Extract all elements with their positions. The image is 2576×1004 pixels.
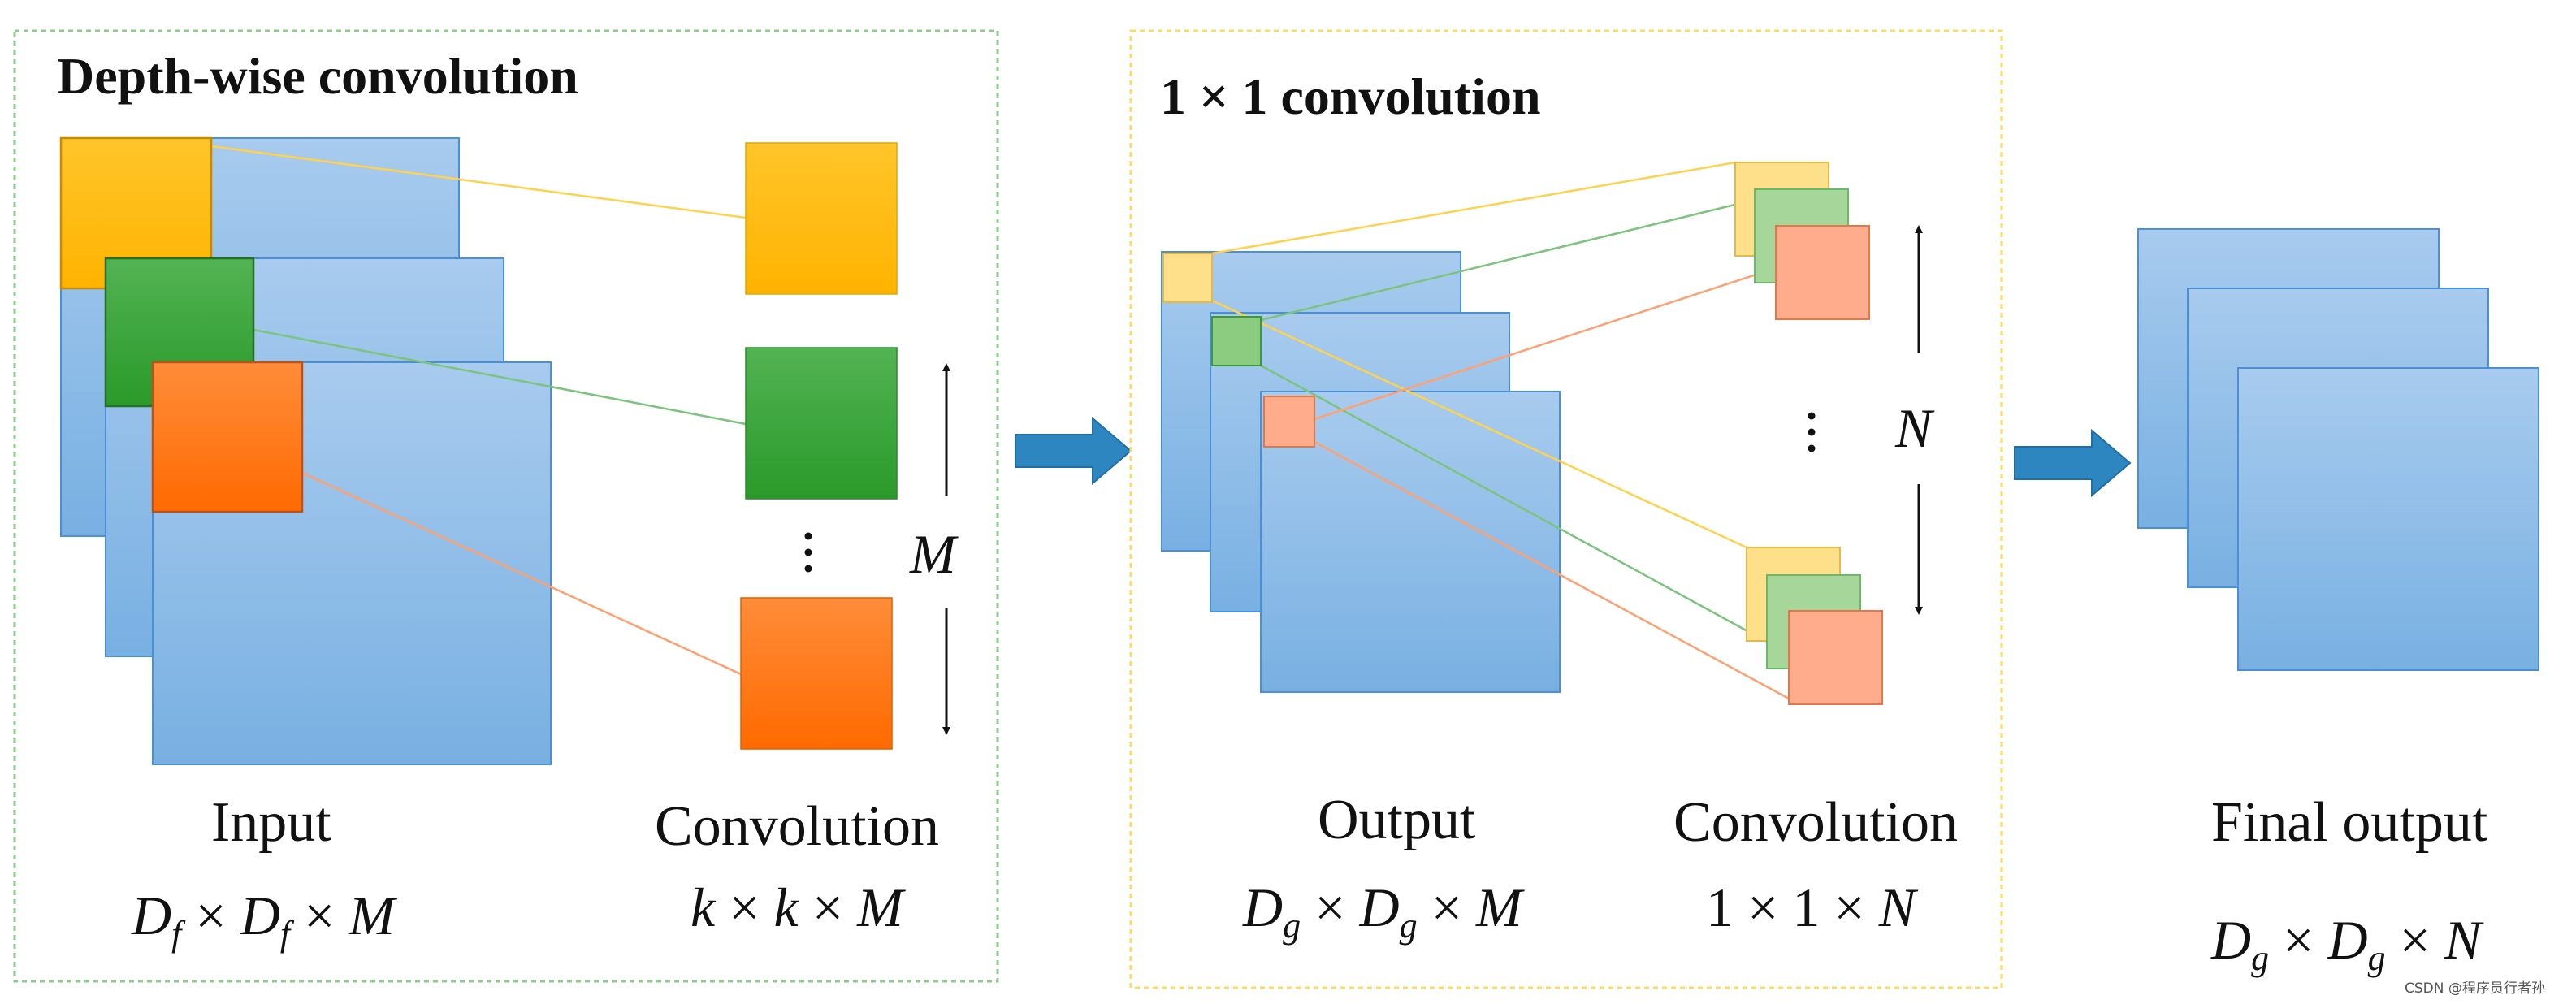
kernel-stack-bottom [1746,547,1883,705]
filter-count-n: N [1894,397,1935,459]
output-dims: Dg × Dg × M [1242,876,1525,946]
depthwise-conv-dims: k × k × M [691,876,906,938]
final-output-caption: Final output [2211,791,2488,854]
depthwise-title: Depth-wise convolution [57,47,578,105]
green-1x1-patch [1211,316,1262,366]
final-output-panel: Final output Dg × Dg × N [2137,228,2539,978]
vertical-ellipsis-icon [804,532,812,573]
orange-kernel [740,597,893,750]
yellow-1x1-patch [1162,253,1213,303]
orange-connector-line [301,471,742,676]
depthwise-panel-border [13,29,999,983]
pointwise-title: 1 × 1 convolution [1160,67,1541,125]
pointwise-panel-border [1129,29,2003,989]
arrow-right-icon [2014,428,2132,498]
depthwise-panel: Depth-wise convolution M Input Df × [13,29,999,983]
arrow-right-icon [1015,416,1132,486]
yellow-connector-line [210,145,747,219]
orange-connector-bottom [1314,440,1790,700]
input-dims: Df × Df × M [131,885,397,954]
kernel-stack-top [1734,162,1870,320]
final-feature-maps [2137,228,2539,671]
final-output-dims: Dg × Dg × N [2210,909,2484,978]
input-caption: Input [211,791,331,854]
orange-1x1-patch [1263,396,1315,448]
orange-connector-top [1314,266,1777,421]
orange-patch [151,361,304,513]
pointwise-conv-dims: 1 × 1 × N [1706,876,1919,938]
green-connector-top [1260,198,1756,322]
vertical-ellipsis-icon [1808,412,1816,452]
yellow-connector-top [1211,161,1736,255]
channel-count-m: M [909,523,959,585]
final-map-3 [2237,367,2539,671]
green-connector-line [253,328,747,426]
green-kernel [745,347,898,500]
yellow-connector-bottom [1211,299,1747,549]
output-caption: Output [1318,789,1476,851]
watermark: CSDN @程序员行者孙 [2405,980,2545,997]
pointwise-panel: 1 × 1 convolution [1129,29,2003,989]
yellow-kernel [745,142,898,295]
depthwise-conv-caption: Convolution [655,795,939,858]
pointwise-conv-caption: Convolution [1673,791,1958,854]
green-connector-bottom [1260,364,1768,643]
